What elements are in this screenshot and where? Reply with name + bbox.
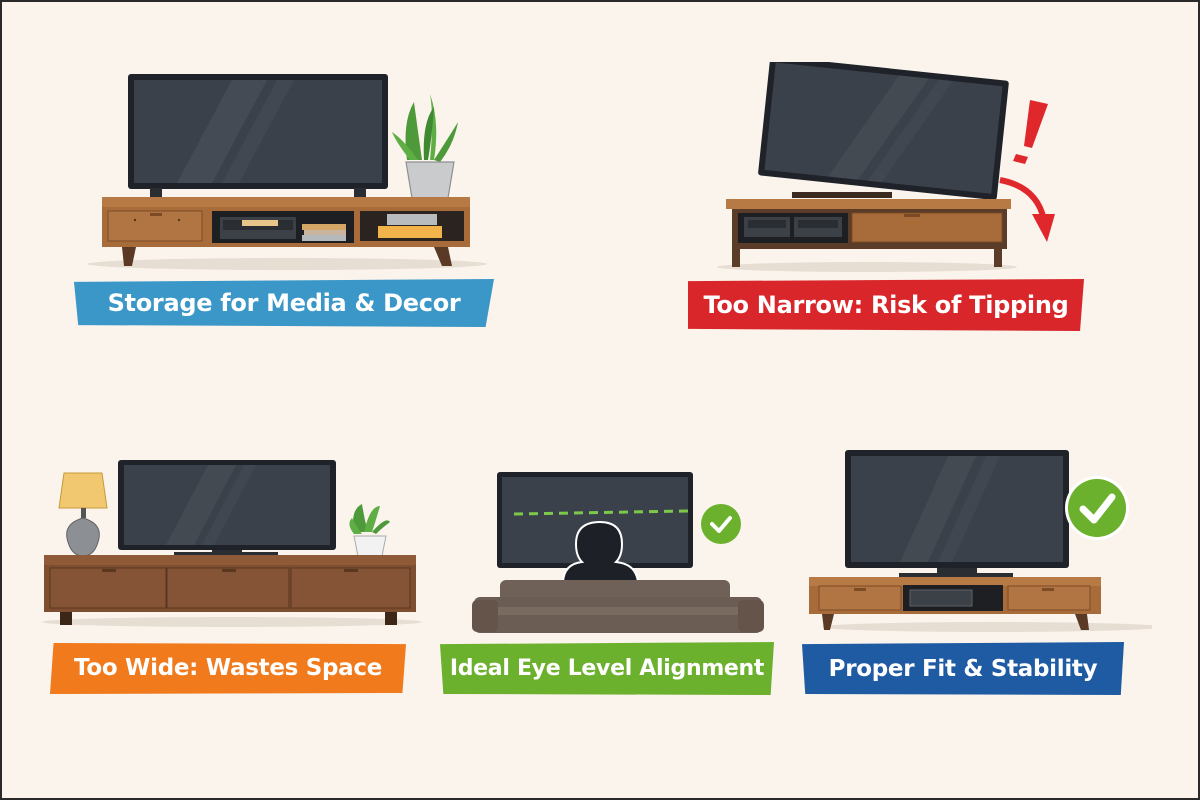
small-plant-icon: [349, 504, 390, 557]
eye-level-label: Ideal Eye Level Alignment: [440, 642, 774, 695]
exclamation-icon: [1013, 100, 1048, 164]
narrow-console-icon: [726, 199, 1011, 267]
panel-proper-fit: Proper Fit & Stability: [792, 442, 1152, 702]
proper-fit-label-text: Proper Fit & Stability: [828, 655, 1098, 682]
proper-fit-scene-illustration: [809, 450, 1152, 632]
storage-label: Storage for Media & Decor: [74, 279, 494, 327]
console-icon: [809, 577, 1101, 630]
too-wide-label-text: Too Wide: Wastes Space: [74, 655, 382, 681]
tilted-tv-icon: [758, 62, 1009, 200]
too-narrow-label-text: Too Narrow: Risk of Tipping: [703, 291, 1069, 319]
too-narrow-scene-illustration: [717, 62, 1055, 272]
tv-icon: [128, 74, 388, 198]
sofa-icon: [472, 580, 764, 633]
proper-fit-label: Proper Fit & Stability: [802, 642, 1124, 695]
eye-level-label-text: Ideal Eye Level Alignment: [449, 656, 765, 681]
eye-level-scene-illustration: [472, 472, 764, 633]
wide-console-icon: [44, 555, 416, 625]
check-badge-icon: [1065, 476, 1129, 540]
too-wide-scene-illustration: [42, 460, 422, 627]
panel-eye-level: Ideal Eye Level Alignment: [432, 452, 792, 702]
too-wide-label: Too Wide: Wastes Space: [50, 643, 406, 694]
panel-storage: Storage for Media & Decor: [62, 62, 512, 352]
panel-too-narrow: Too Narrow: Risk of Tipping: [682, 62, 1102, 352]
panel-too-wide: Too Wide: Wastes Space: [32, 452, 432, 702]
tv-console-icon: [102, 197, 470, 266]
curved-arrow-down-icon: [999, 177, 1055, 242]
viewer-silhouette-icon: [561, 520, 640, 583]
storage-scene-illustration: [87, 74, 487, 270]
storage-label-text: Storage for Media & Decor: [107, 289, 461, 317]
plant-icon: [392, 94, 458, 199]
too-narrow-label: Too Narrow: Risk of Tipping: [688, 279, 1084, 331]
check-badge-icon: [701, 504, 741, 544]
table-lamp-icon: [58, 472, 108, 557]
tv-icon: [845, 450, 1069, 578]
tv-icon: [118, 460, 336, 558]
